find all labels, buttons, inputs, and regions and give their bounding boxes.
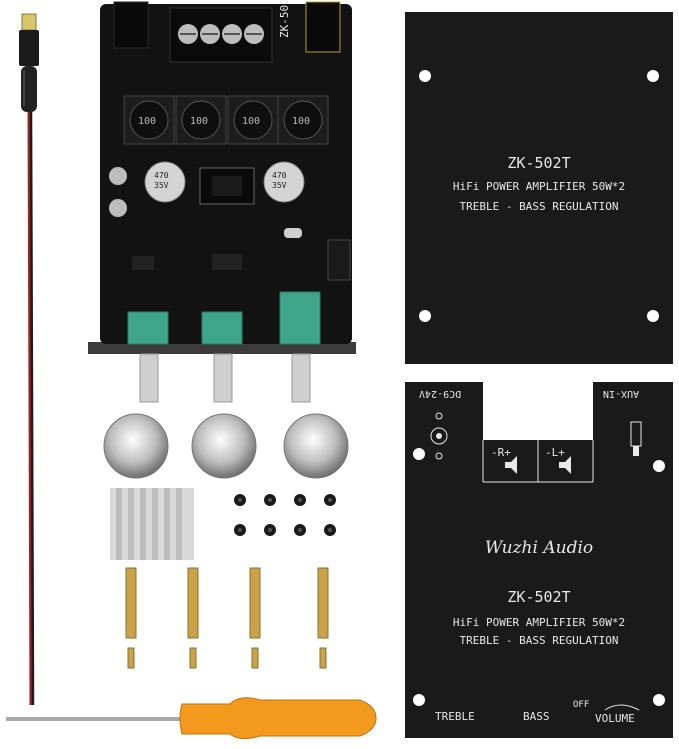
pot-shafts (139, 353, 311, 403)
left-channel-label: -L+ (545, 446, 565, 459)
ic-chip (212, 254, 242, 270)
potentiometers (127, 291, 321, 345)
amplifier-board: ZK-502T 100 100 100 100 470 35V 470 35V (88, 0, 356, 403)
speaker-terminal (169, 7, 273, 63)
aux-label: AUX-IN (603, 388, 640, 399)
screwdriver (6, 697, 377, 740)
treble-label: TREBLE (435, 710, 475, 723)
top-panel-line1: HiFi POWER AMPLIFIER 50W*2 (452, 180, 626, 193)
screwdriver-shaft (6, 717, 184, 721)
brass-standoffs (125, 567, 329, 669)
crystal (284, 228, 302, 238)
mount-hole (647, 70, 659, 82)
brand-logo: Wuzhi Audio (484, 538, 594, 558)
knob (103, 413, 169, 479)
aux-jack (305, 1, 341, 53)
capacitor-left: 470 35V (144, 161, 186, 203)
top-panel-line2: TREBLE - BASS REGULATION (459, 200, 619, 213)
small-capacitor (109, 167, 127, 185)
bottom-panel: DC9-24V AUX-IN -R+ -L+ Wuzhi Audio ZK-50… (405, 382, 673, 738)
right-channel-label: -R+ (491, 446, 511, 459)
bottom-panel-line2: TREBLE - BASS REGULATION (459, 634, 619, 647)
inductor-label: 100 (242, 116, 260, 127)
top-panel: ZK-502T HiFi POWER AMPLIFIER 50W*2 TREBL… (405, 12, 673, 364)
svg-text:470: 470 (272, 171, 287, 180)
board-model-label: ZK-502T (278, 0, 291, 38)
heatsink (110, 488, 194, 560)
off-label: OFF (573, 700, 590, 710)
volume-label: VOLUME (595, 712, 635, 725)
small-capacitor (109, 199, 127, 217)
knob (191, 413, 257, 479)
svg-text:35V: 35V (272, 181, 287, 190)
bass-label: BASS (523, 710, 550, 723)
top-panel-model: ZK-502T (507, 154, 571, 172)
svg-text:35V: 35V (154, 181, 169, 190)
mount-hole (647, 310, 659, 322)
mounting-bracket (88, 342, 356, 354)
nuts (234, 494, 336, 536)
bottom-panel-shape (405, 382, 673, 738)
svg-text:470: 470 (154, 171, 169, 180)
capacitor-right: 470 35V (263, 161, 305, 203)
inductor-label: 100 (138, 116, 156, 127)
ic-chip (132, 256, 154, 270)
power-jack (113, 1, 149, 49)
inductor-label: 100 (190, 116, 208, 127)
mount-hole (419, 310, 431, 322)
power-cable (27, 111, 35, 706)
bluetooth-module (327, 239, 351, 281)
knobs (103, 413, 349, 479)
inductor-label: 100 (292, 116, 310, 127)
screwdriver-handle (179, 697, 377, 740)
dc-plug (19, 13, 39, 112)
bottom-panel-model: ZK-502T (507, 588, 571, 606)
mount-hole (419, 70, 431, 82)
inductors: 100 100 100 100 (123, 95, 329, 145)
bottom-panel-line1: HiFi POWER AMPLIFIER 50W*2 (452, 616, 626, 629)
knob (283, 413, 349, 479)
dc-label: DC9-24V (419, 388, 462, 399)
